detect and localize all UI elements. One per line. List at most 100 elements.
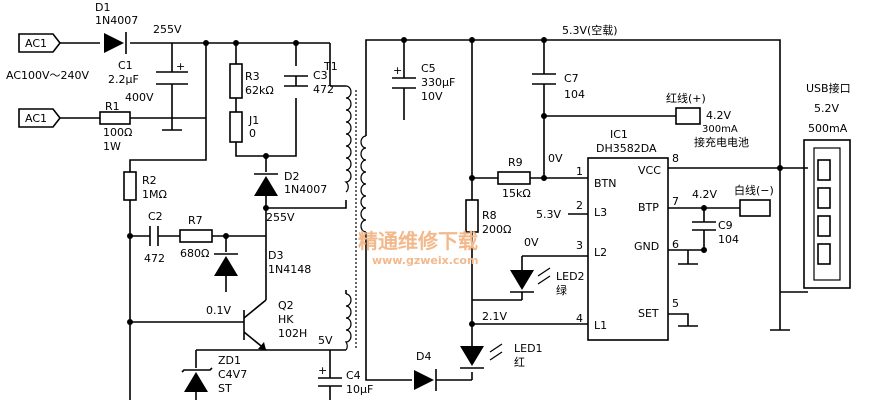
c2-name: C2: [148, 210, 163, 223]
pin8: 8: [672, 152, 679, 165]
watermark-text: 精通维修下载: [358, 229, 478, 253]
r2-name: R2: [142, 174, 157, 187]
ma500-label: 500mA: [808, 122, 848, 135]
led2-color: 绿: [556, 283, 567, 297]
c5-name: C5: [421, 62, 436, 75]
pin1: 1: [576, 165, 583, 178]
zd1-name: ZD1: [218, 354, 241, 367]
led1-color: 红: [514, 356, 525, 369]
r8-resistor: [465, 199, 479, 233]
r7-name: R7: [188, 214, 203, 227]
usb-port-label: USB接口: [806, 82, 851, 95]
zd1-zener: [181, 367, 213, 392]
r8-name: R8: [482, 209, 497, 222]
d2-name: D2: [284, 170, 299, 183]
ic1-part: DH3582DA: [596, 142, 657, 155]
ic1-btp: BTP: [638, 201, 659, 214]
q2-name: Q2: [278, 299, 294, 312]
r1-resistor: [99, 111, 131, 125]
r3-resistor: [229, 63, 243, 99]
v0-l2: 0V: [524, 236, 539, 249]
r9-resistor: [497, 171, 531, 185]
v21-label: 2.1V: [482, 310, 507, 323]
v52-label: 5.2V: [814, 102, 839, 115]
c1-capacitor: [156, 71, 188, 85]
c7-name: C7: [564, 72, 579, 85]
watermark-url: www.gzweix.com: [372, 254, 478, 267]
usb-inner: [813, 147, 841, 281]
c5-plus: +: [393, 64, 402, 77]
v255-top: 255V: [153, 23, 182, 36]
r8-value: 200Ω: [482, 223, 511, 236]
pin2: 2: [576, 199, 583, 212]
j1-name: J1: [248, 114, 259, 127]
c7-value: 104: [564, 88, 585, 101]
d1-diode: [104, 32, 127, 54]
ic1-l3: L3: [594, 206, 607, 219]
r2-value: 1MΩ: [142, 188, 167, 201]
ac1-top-label: AC1: [25, 37, 47, 50]
d3-name: D3: [268, 249, 283, 262]
j1-value: 0: [249, 127, 256, 140]
white-wire-label: 白线(−): [734, 183, 774, 197]
t1-transformer: [344, 85, 367, 351]
c1-volt: 400V: [125, 91, 154, 104]
t1-name: T1: [323, 60, 338, 73]
pin4: 4: [576, 312, 583, 325]
v42-btp: 4.2V: [692, 188, 717, 201]
led2-diode: [510, 267, 551, 293]
d3-part: 1N4148: [268, 263, 311, 276]
ac-range-label: AC100V～240V: [6, 69, 90, 82]
r2-resistor: [123, 171, 137, 201]
c1-name: C1: [118, 59, 133, 72]
q2-part2: 102H: [278, 327, 307, 340]
ic1-vcc: VCC: [638, 164, 661, 177]
ic1-set: SET: [638, 307, 659, 320]
charge-batt-label: 接充电电池: [694, 135, 749, 149]
pin3: 3: [576, 239, 583, 252]
r1-power: 1W: [103, 140, 121, 153]
j1-jumper: [229, 111, 243, 143]
r1-name: R1: [105, 100, 120, 113]
c3-value: 472: [313, 83, 334, 96]
ic1-chip: [587, 157, 669, 341]
led2-name: LED2: [556, 270, 585, 283]
r3-value: 62kΩ: [245, 84, 274, 97]
v53-l3: 5.3V: [536, 208, 561, 221]
ic1-l2: L2: [594, 246, 607, 259]
c4-name: C4: [346, 369, 361, 382]
r9-name: R9: [508, 156, 523, 169]
c1-plus: +: [176, 60, 185, 73]
pin7: 7: [672, 195, 679, 208]
c5-volt: 10V: [421, 90, 443, 103]
c1-value: 2.2μF: [108, 73, 139, 86]
ma300-label: 300mA: [702, 124, 738, 135]
ic1-l1: L1: [594, 319, 607, 332]
q2-base-v: 0.1V: [206, 304, 231, 317]
v0-top: 0V: [548, 152, 563, 165]
r9-value: 15kΩ: [502, 187, 531, 200]
d4-name: D4: [416, 350, 431, 363]
ic1-btn: BTN: [594, 177, 617, 190]
d2-diode: [254, 173, 278, 196]
r1-value: 100Ω: [103, 126, 132, 139]
white-wire-terminal: [739, 199, 771, 217]
ic1-name: IC1: [610, 128, 628, 141]
ac1-bottom-terminal: AC1: [18, 108, 62, 128]
red-wire-terminal: [675, 107, 701, 125]
led1-diode: [460, 343, 503, 369]
ac1-top-terminal: AC1: [18, 33, 62, 53]
r3-name: R3: [245, 70, 260, 83]
q2-part1: HK: [278, 313, 294, 326]
v53-top: 5.3V(空载): [562, 23, 618, 37]
zd1-part: C4V7: [218, 368, 247, 381]
c3-name: C3: [313, 69, 328, 82]
c5-value: 330μF: [421, 76, 455, 89]
q2-transistor: [243, 299, 267, 351]
c4-plus: +: [318, 364, 327, 377]
v42-top: 4.2V: [706, 109, 731, 122]
d1-part: 1N4007: [95, 14, 138, 27]
pin5: 5: [672, 297, 679, 310]
usb-port: [803, 139, 851, 289]
